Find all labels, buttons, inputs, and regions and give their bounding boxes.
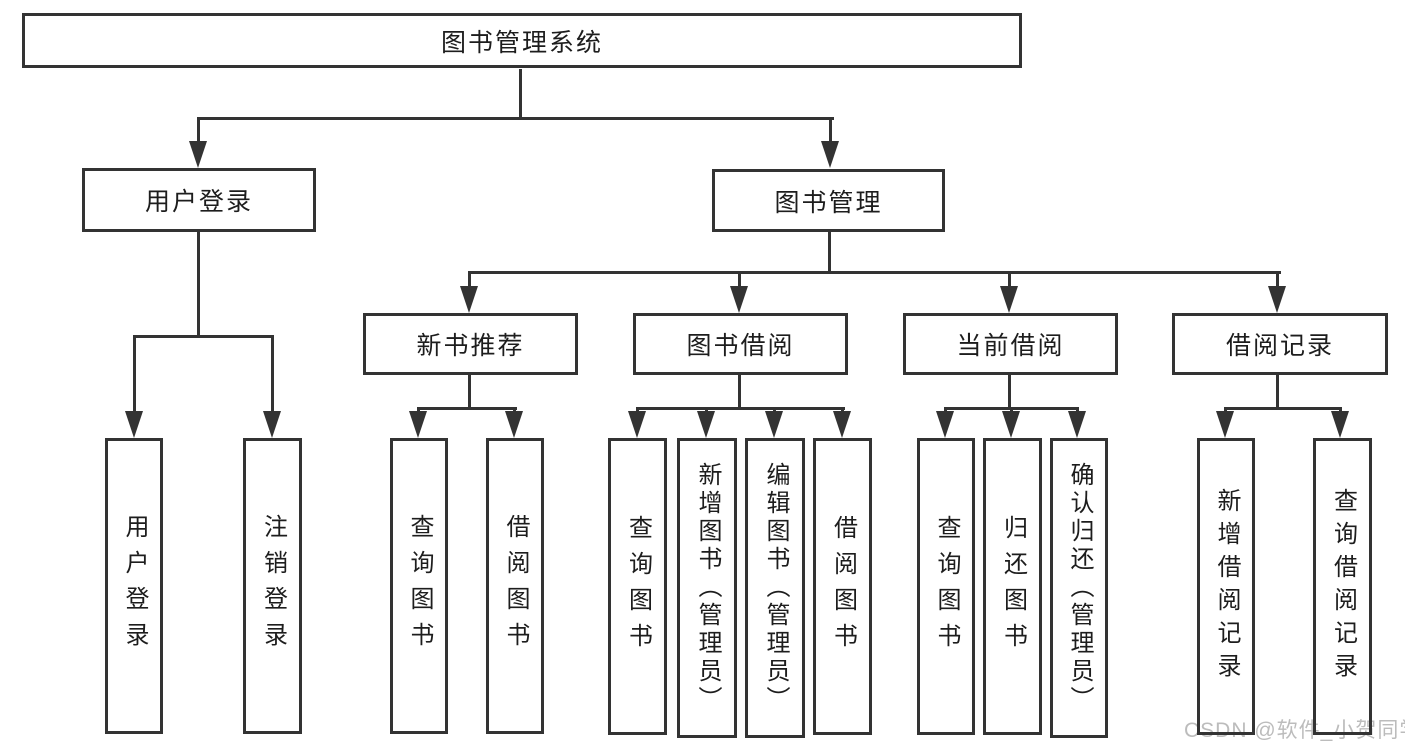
node-nb-borrow-books: 借阅图书 <box>486 438 544 734</box>
node-user-login-leaf: 用户登录 <box>105 438 163 734</box>
connector-line <box>738 375 741 409</box>
node-book-management: 图书管理 <box>712 169 945 232</box>
connector-line <box>197 117 200 145</box>
node-borrowing-records: 借阅记录 <box>1172 313 1388 375</box>
arrowhead-down-icon <box>1268 286 1286 313</box>
connector-line <box>133 335 136 413</box>
node-br-query-record: 查询借阅记录 <box>1313 438 1372 735</box>
node-cb-confirm-return: 确认归还（管理员） <box>1050 438 1108 738</box>
node-bb-borrow-books: 借阅图书 <box>813 438 872 735</box>
connector-line <box>1008 375 1011 409</box>
connector-line <box>828 232 831 273</box>
arrowhead-down-icon <box>697 411 715 438</box>
node-current-borrowing: 当前借阅 <box>903 313 1118 375</box>
connector-line <box>468 375 471 409</box>
connector-line <box>417 407 517 410</box>
arrowhead-down-icon <box>765 411 783 438</box>
arrowhead-down-icon <box>263 411 281 438</box>
arrowhead-down-icon <box>1331 411 1349 438</box>
arrowhead-down-icon <box>1216 411 1234 438</box>
connector-line <box>738 271 741 289</box>
arrowhead-down-icon <box>125 411 143 438</box>
node-book-borrowing: 图书借阅 <box>633 313 848 375</box>
node-br-add-record: 新增借阅记录 <box>1197 438 1255 735</box>
node-user-login: 用户登录 <box>82 168 316 232</box>
arrowhead-down-icon <box>505 411 523 438</box>
arrowhead-down-icon <box>1068 411 1086 438</box>
node-logout-leaf: 注销登录 <box>243 438 302 734</box>
arrowhead-down-icon <box>730 286 748 313</box>
connector-line <box>133 335 274 338</box>
connector-line <box>1276 375 1279 409</box>
connector-line <box>1008 271 1011 289</box>
node-bb-add-book-admin: 新增图书（管理员） <box>677 438 737 738</box>
connector-line <box>468 271 1281 274</box>
arrowhead-down-icon <box>936 411 954 438</box>
arrowhead-down-icon <box>1002 411 1020 438</box>
arrowhead-down-icon <box>1000 286 1018 313</box>
node-cb-query-books: 查询图书 <box>917 438 975 735</box>
arrowhead-down-icon <box>628 411 646 438</box>
connector-line <box>519 69 522 119</box>
connector-line <box>468 271 471 289</box>
arrowhead-down-icon <box>189 141 207 168</box>
arrowhead-down-icon <box>409 411 427 438</box>
connector-line <box>829 117 832 145</box>
node-root: 图书管理系统 <box>22 13 1022 68</box>
connector-line <box>197 232 200 337</box>
connector-line <box>271 335 274 413</box>
arrowhead-down-icon <box>821 141 839 168</box>
connector-line <box>197 117 834 120</box>
connector-line <box>636 407 845 410</box>
connector-line <box>1224 407 1342 410</box>
arrowhead-down-icon <box>460 286 478 313</box>
node-nb-query-books: 查询图书 <box>390 438 448 734</box>
arrowhead-down-icon <box>833 411 851 438</box>
node-bb-query-books: 查询图书 <box>608 438 667 735</box>
node-cb-return-books: 归还图书 <box>983 438 1042 735</box>
csdn-watermark: CSDN @软件_小贺同学 <box>1184 719 1405 742</box>
node-bb-edit-book-admin: 编辑图书（管理员） <box>745 438 805 738</box>
node-new-book-recommend: 新书推荐 <box>363 313 578 375</box>
connector-line <box>1276 271 1279 289</box>
